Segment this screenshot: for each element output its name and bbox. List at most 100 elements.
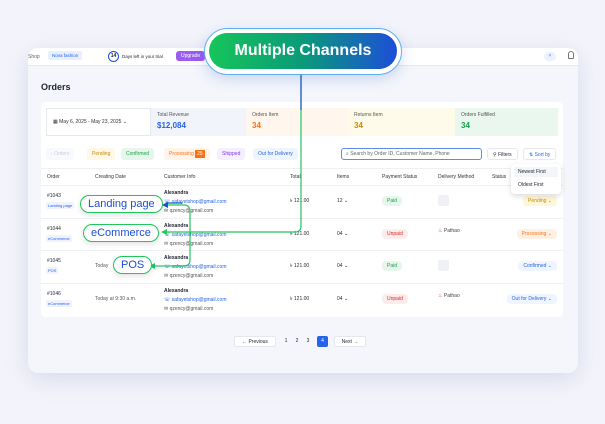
order-id[interactable]: #1043 (47, 193, 61, 199)
trial-days-badge: 14 (108, 51, 119, 62)
next-page-button[interactable]: Next → (334, 336, 366, 347)
order-total: ৳ 121.00 (290, 230, 310, 237)
customer-email-secondary: ✉ qzency@gmail.com (164, 305, 214, 312)
sort-by-button[interactable]: ⇅ Sort by (523, 148, 557, 160)
search-icon: ⌕ (346, 151, 351, 157)
tab-pending[interactable]: Pending (87, 148, 116, 160)
table-row[interactable]: #1044 eCommerce Alexandra ☏ safayetshop@… (41, 217, 563, 250)
shop-label: Shop (28, 54, 40, 60)
processing-count-badge: 25 (195, 150, 205, 158)
customer-email-secondary: ✉ qzency@gmail.com (164, 273, 214, 279)
pickup-icon (438, 260, 449, 271)
customer-email: ☏ safayetshop@gmail.com (164, 296, 227, 303)
order-id[interactable]: #1044 (47, 225, 61, 232)
customer-name: Alexandra (164, 190, 189, 196)
col-order: Order (47, 174, 60, 180)
delivery-method: ♨ Pathao (438, 227, 460, 234)
customer-email: ☏ safayetshop@gmail.com (164, 199, 227, 205)
col-status: Status (492, 174, 507, 180)
app-window: Shop Nova fashion 14 Days left in your t… (28, 48, 578, 373)
customer-name: Alexandra (164, 222, 189, 229)
trial-text: Days left in your trial (122, 54, 163, 59)
order-total: ৳ 121.00 (290, 295, 310, 302)
table-row[interactable]: #1043 Landing page Alexandra ☏ safayetsh… (41, 185, 563, 217)
close-icon[interactable]: × (544, 52, 556, 61)
table-header (41, 168, 563, 185)
delivery-method: ♨ Pathao (438, 292, 460, 299)
col-total: Total (290, 174, 301, 180)
sort-option-newest[interactable]: Newest First (514, 167, 558, 177)
items-dropdown[interactable]: 04 ⌄ (337, 230, 349, 237)
callout-pos: POS (113, 256, 153, 274)
orders-panel: ▦ May 6, 2025 - May 23, 2025 ⌄ Total Rev… (41, 102, 563, 317)
channel-badge: POS (46, 267, 59, 274)
items-dropdown[interactable]: 12 ⌄ (337, 198, 349, 204)
order-total: ৳ 121.00 (290, 198, 310, 204)
banner-title: Multiple Channels (209, 33, 397, 69)
date-range-value: May 6, 2025 - May 23, 2025 (59, 119, 122, 125)
stat-total-revenue: Total Revenue$12,084 (151, 108, 246, 136)
col-items: Items (337, 174, 350, 180)
customer-email: ☏ safayetshop@gmail.com (164, 264, 227, 270)
table-row[interactable]: #1046 eCommerce Today at 9:30 a.m. Alexa… (41, 282, 563, 315)
payment-status-badge: Unpaid (382, 228, 408, 239)
page-2[interactable]: 2 (295, 338, 299, 344)
items-dropdown[interactable]: 04 ⌄ (337, 263, 349, 269)
tab-processing[interactable]: Processing 25 (164, 148, 210, 160)
channel-badge: Landing page (46, 202, 75, 209)
tab-out-for-delivery[interactable]: Out for Delivery (253, 148, 298, 160)
tab-orders[interactable]: ‹ Orders (46, 148, 75, 160)
creating-date: Today at 9:30 a.m. (95, 295, 137, 302)
order-id[interactable]: #1045 (47, 258, 61, 264)
pathao-icon: ♨ (438, 292, 443, 299)
customer-email: ☏ safayetshop@gmail.com (164, 231, 227, 238)
col-payment: Payment Status (382, 174, 418, 180)
page-1[interactable]: 1 (284, 338, 288, 344)
payment-status-badge: Unpaid (382, 293, 408, 304)
page-3[interactable]: 3 (306, 338, 310, 344)
order-id[interactable]: #1046 (47, 290, 61, 297)
sort-dropdown: Newest First Oldest First (511, 164, 561, 194)
bell-icon[interactable] (568, 51, 574, 59)
upgrade-button[interactable]: Upgrade (176, 51, 206, 61)
order-status-dropdown[interactable]: Confirmed ⌄ (518, 261, 557, 271)
channels-banner: Multiple Channels (204, 28, 402, 75)
payment-status-badge: Paid (382, 196, 403, 206)
calendar-icon: ▦ (53, 119, 60, 125)
tab-confirmed[interactable]: Confirmed (121, 148, 155, 160)
page-4-current[interactable]: 4 (317, 336, 328, 347)
order-status-dropdown[interactable]: Pending ⌄ (523, 196, 557, 206)
customer-email-secondary: ✉ qzency@gmail.com (164, 240, 214, 247)
customer-email-secondary: ✉ qzency@gmail.com (164, 208, 214, 214)
previous-page-button[interactable]: ← Previous (234, 336, 276, 347)
callout-landing-page: Landing page (80, 195, 163, 213)
payment-status-badge: Paid (382, 261, 403, 271)
col-delivery: Delivery Method (438, 174, 475, 180)
order-total: ৳ 121.00 (290, 263, 310, 269)
order-status-dropdown[interactable]: Processing ⌄ (516, 228, 557, 239)
pathao-icon: ♨ (438, 227, 443, 234)
search-input[interactable]: ⌕ Search by Order ID, Customer Name, Pho… (341, 148, 482, 160)
channel-badge: eCommerce (46, 299, 72, 307)
tab-shipped[interactable]: Shipped (217, 148, 246, 160)
page-title: Orders (41, 82, 71, 92)
col-customer: Customer Info (164, 174, 196, 180)
channel-badge: eCommerce (46, 234, 72, 242)
customer-name: Alexandra (164, 255, 189, 261)
callout-ecommerce: eCommerce (83, 224, 159, 242)
creating-date: Today (95, 263, 109, 269)
table-row[interactable]: #1045 POS Today Alexandra ☏ safayetshop@… (41, 250, 563, 282)
ecommerce-connector (166, 74, 302, 233)
store-selector[interactable]: Nova fashion (48, 51, 83, 60)
order-status-dropdown[interactable]: Out for Delivery ⌄ (506, 293, 557, 304)
pickup-icon (438, 195, 449, 206)
pos-connector (152, 204, 191, 267)
date-range-picker[interactable]: ▦ May 6, 2025 - May 23, 2025 ⌄ (46, 108, 151, 136)
filters-button[interactable]: ⚲ Filters (487, 148, 518, 160)
items-dropdown[interactable]: 04 ⌄ (337, 295, 349, 302)
sort-option-oldest[interactable]: Oldest First (518, 182, 544, 188)
